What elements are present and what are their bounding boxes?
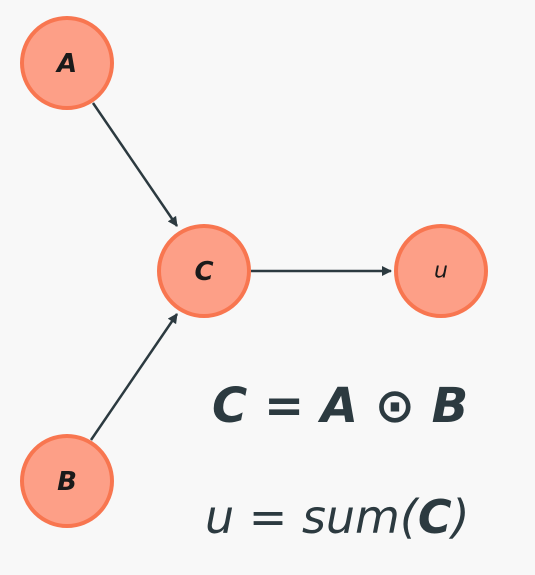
- node-c-label: C: [194, 257, 213, 287]
- equation-sum-prefix: u = sum(: [205, 490, 418, 544]
- edge-b-to-c: [89, 313, 179, 441]
- equation-sum-suffix: ): [451, 490, 470, 544]
- node-u-label: u: [434, 259, 448, 284]
- node-a: A: [20, 16, 114, 110]
- node-b-label: B: [57, 467, 77, 497]
- edge-a-to-c: [91, 102, 179, 227]
- equation-sum-variable: C: [417, 490, 452, 544]
- node-b: B: [20, 434, 114, 528]
- node-c: C: [157, 224, 251, 318]
- equation-elementwise-product: C = A ⊙ B: [212, 378, 469, 434]
- node-u: u: [394, 224, 488, 318]
- node-a-label: A: [55, 49, 77, 79]
- equation-sum: u = sum(C): [205, 490, 470, 544]
